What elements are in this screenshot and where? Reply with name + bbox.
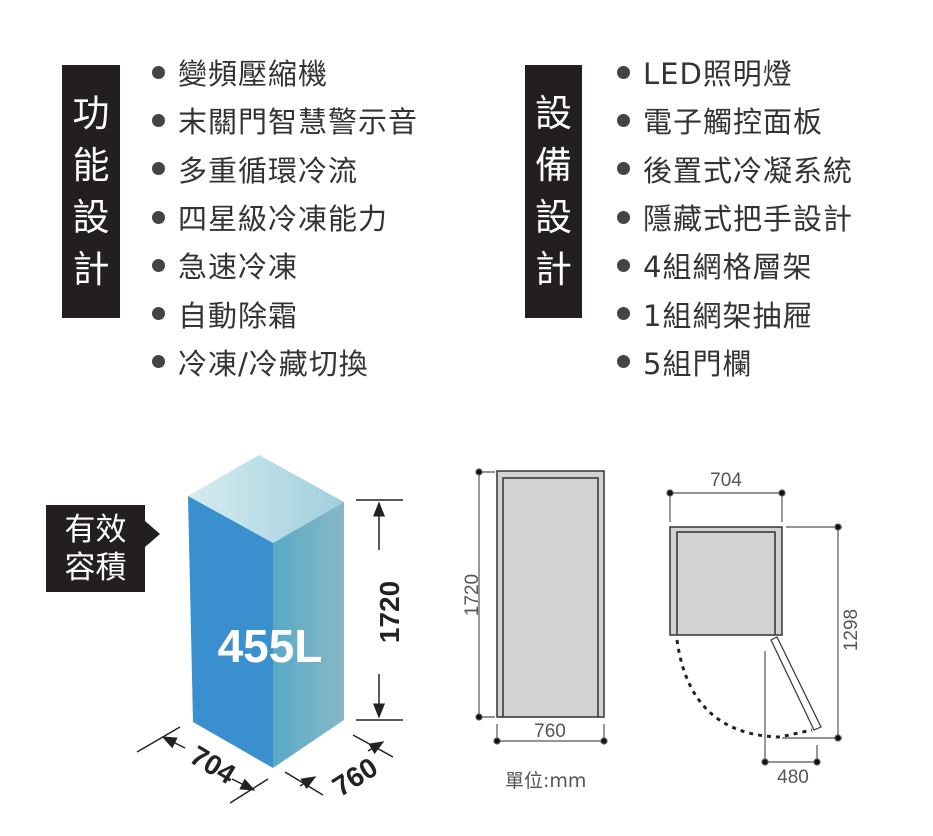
list-item: 急速冷凍 — [152, 241, 418, 289]
capacity-value: 455L — [218, 620, 323, 672]
bullet-icon — [617, 113, 630, 127]
label-line: 有效 — [64, 511, 127, 548]
top-view: 704 1298 480 — [666, 470, 862, 788]
item-label: 4組網格層架 — [643, 250, 813, 285]
bullet-icon — [617, 355, 630, 369]
title-char: 功 — [72, 91, 110, 135]
item-label: 隱藏式把手設計 — [643, 202, 854, 237]
item-label: 多重循環冷流 — [178, 153, 359, 188]
label-line: 容積 — [64, 549, 127, 586]
capacity-depth-label: 760 — [327, 751, 383, 802]
title-char: 能 — [72, 143, 110, 187]
bullet-icon — [152, 258, 165, 272]
title-char: 計 — [72, 247, 110, 291]
title-char: 設 — [72, 195, 110, 239]
equipment-title: 設 備 設 計 — [525, 65, 582, 318]
bullet-icon — [617, 258, 630, 272]
bullet-icon — [152, 210, 165, 224]
list-item: 自動除霜 — [152, 289, 418, 337]
item-label: 四星級冷凍能力 — [178, 202, 389, 237]
capacity-width-label: 704 — [185, 740, 241, 791]
list-item: 後置式冷凝系統 — [617, 145, 853, 193]
list-item: 4組網格層架 — [617, 241, 853, 289]
item-label: 後置式冷凝系統 — [643, 153, 854, 188]
top-swing-label: 1298 — [841, 609, 862, 651]
top-clearance-label: 480 — [777, 767, 809, 788]
title-char: 計 — [535, 247, 572, 291]
front-depth-label: 760 — [534, 721, 566, 742]
functions-list: 變頻壓縮機 末關門智慧警示音 多重循環冷流 四星級冷凍能力 急速冷凍 自動除霜 … — [152, 48, 418, 386]
title-char: 設 — [535, 91, 572, 135]
front-height-label: 1720 — [462, 574, 483, 616]
bullet-icon — [617, 162, 630, 176]
capacity-box: 455L — [188, 455, 344, 768]
bullet-icon — [152, 355, 165, 369]
list-item: LED照明燈 — [617, 48, 853, 96]
list-item: 冷凍/冷藏切換 — [152, 338, 418, 386]
list-item: 5組門欄 — [617, 338, 853, 386]
front-view: 1720 760 — [462, 468, 608, 745]
bullet-icon — [152, 162, 165, 176]
bullet-icon — [617, 65, 630, 79]
item-label: 末關門智慧警示音 — [178, 105, 419, 140]
item-label: 電子觸控面板 — [643, 105, 824, 140]
list-item: 電子觸控面板 — [617, 96, 853, 144]
list-item: 1組網架抽屜 — [617, 289, 853, 337]
bullet-icon — [152, 307, 165, 321]
capacity-height-label: 1720 — [374, 581, 405, 643]
title-char: 設 — [535, 195, 572, 239]
title-char: 備 — [535, 143, 572, 187]
item-label: 冷凍/冷藏切換 — [178, 346, 369, 381]
item-label: LED照明燈 — [643, 57, 793, 92]
bullet-icon — [152, 65, 165, 79]
item-label: 1組網架抽屜 — [643, 298, 813, 333]
bullet-icon — [152, 113, 165, 127]
bullet-icon — [617, 307, 630, 321]
item-label: 5組門欄 — [643, 346, 753, 381]
list-item: 隱藏式把手設計 — [617, 193, 853, 241]
bullet-icon — [617, 210, 630, 224]
unit-note: 單位:mm — [505, 770, 587, 792]
top-width-label: 704 — [710, 470, 742, 491]
item-label: 變頻壓縮機 — [178, 57, 329, 92]
list-item: 末關門智慧警示音 — [152, 96, 418, 144]
item-label: 自動除霜 — [178, 298, 299, 333]
capacity-label: 有效 容積 — [46, 505, 160, 592]
equipment-list: LED照明燈 電子觸控面板 後置式冷凝系統 隱藏式把手設計 4組網格層架 1組網… — [617, 48, 853, 386]
capacity-dimensions — [136, 499, 403, 804]
list-item: 四星級冷凍能力 — [152, 193, 418, 241]
list-item: 變頻壓縮機 — [152, 48, 418, 96]
functions-title: 功 能 設 計 — [62, 65, 120, 318]
item-label: 急速冷凍 — [178, 250, 299, 285]
list-item: 多重循環冷流 — [152, 145, 418, 193]
